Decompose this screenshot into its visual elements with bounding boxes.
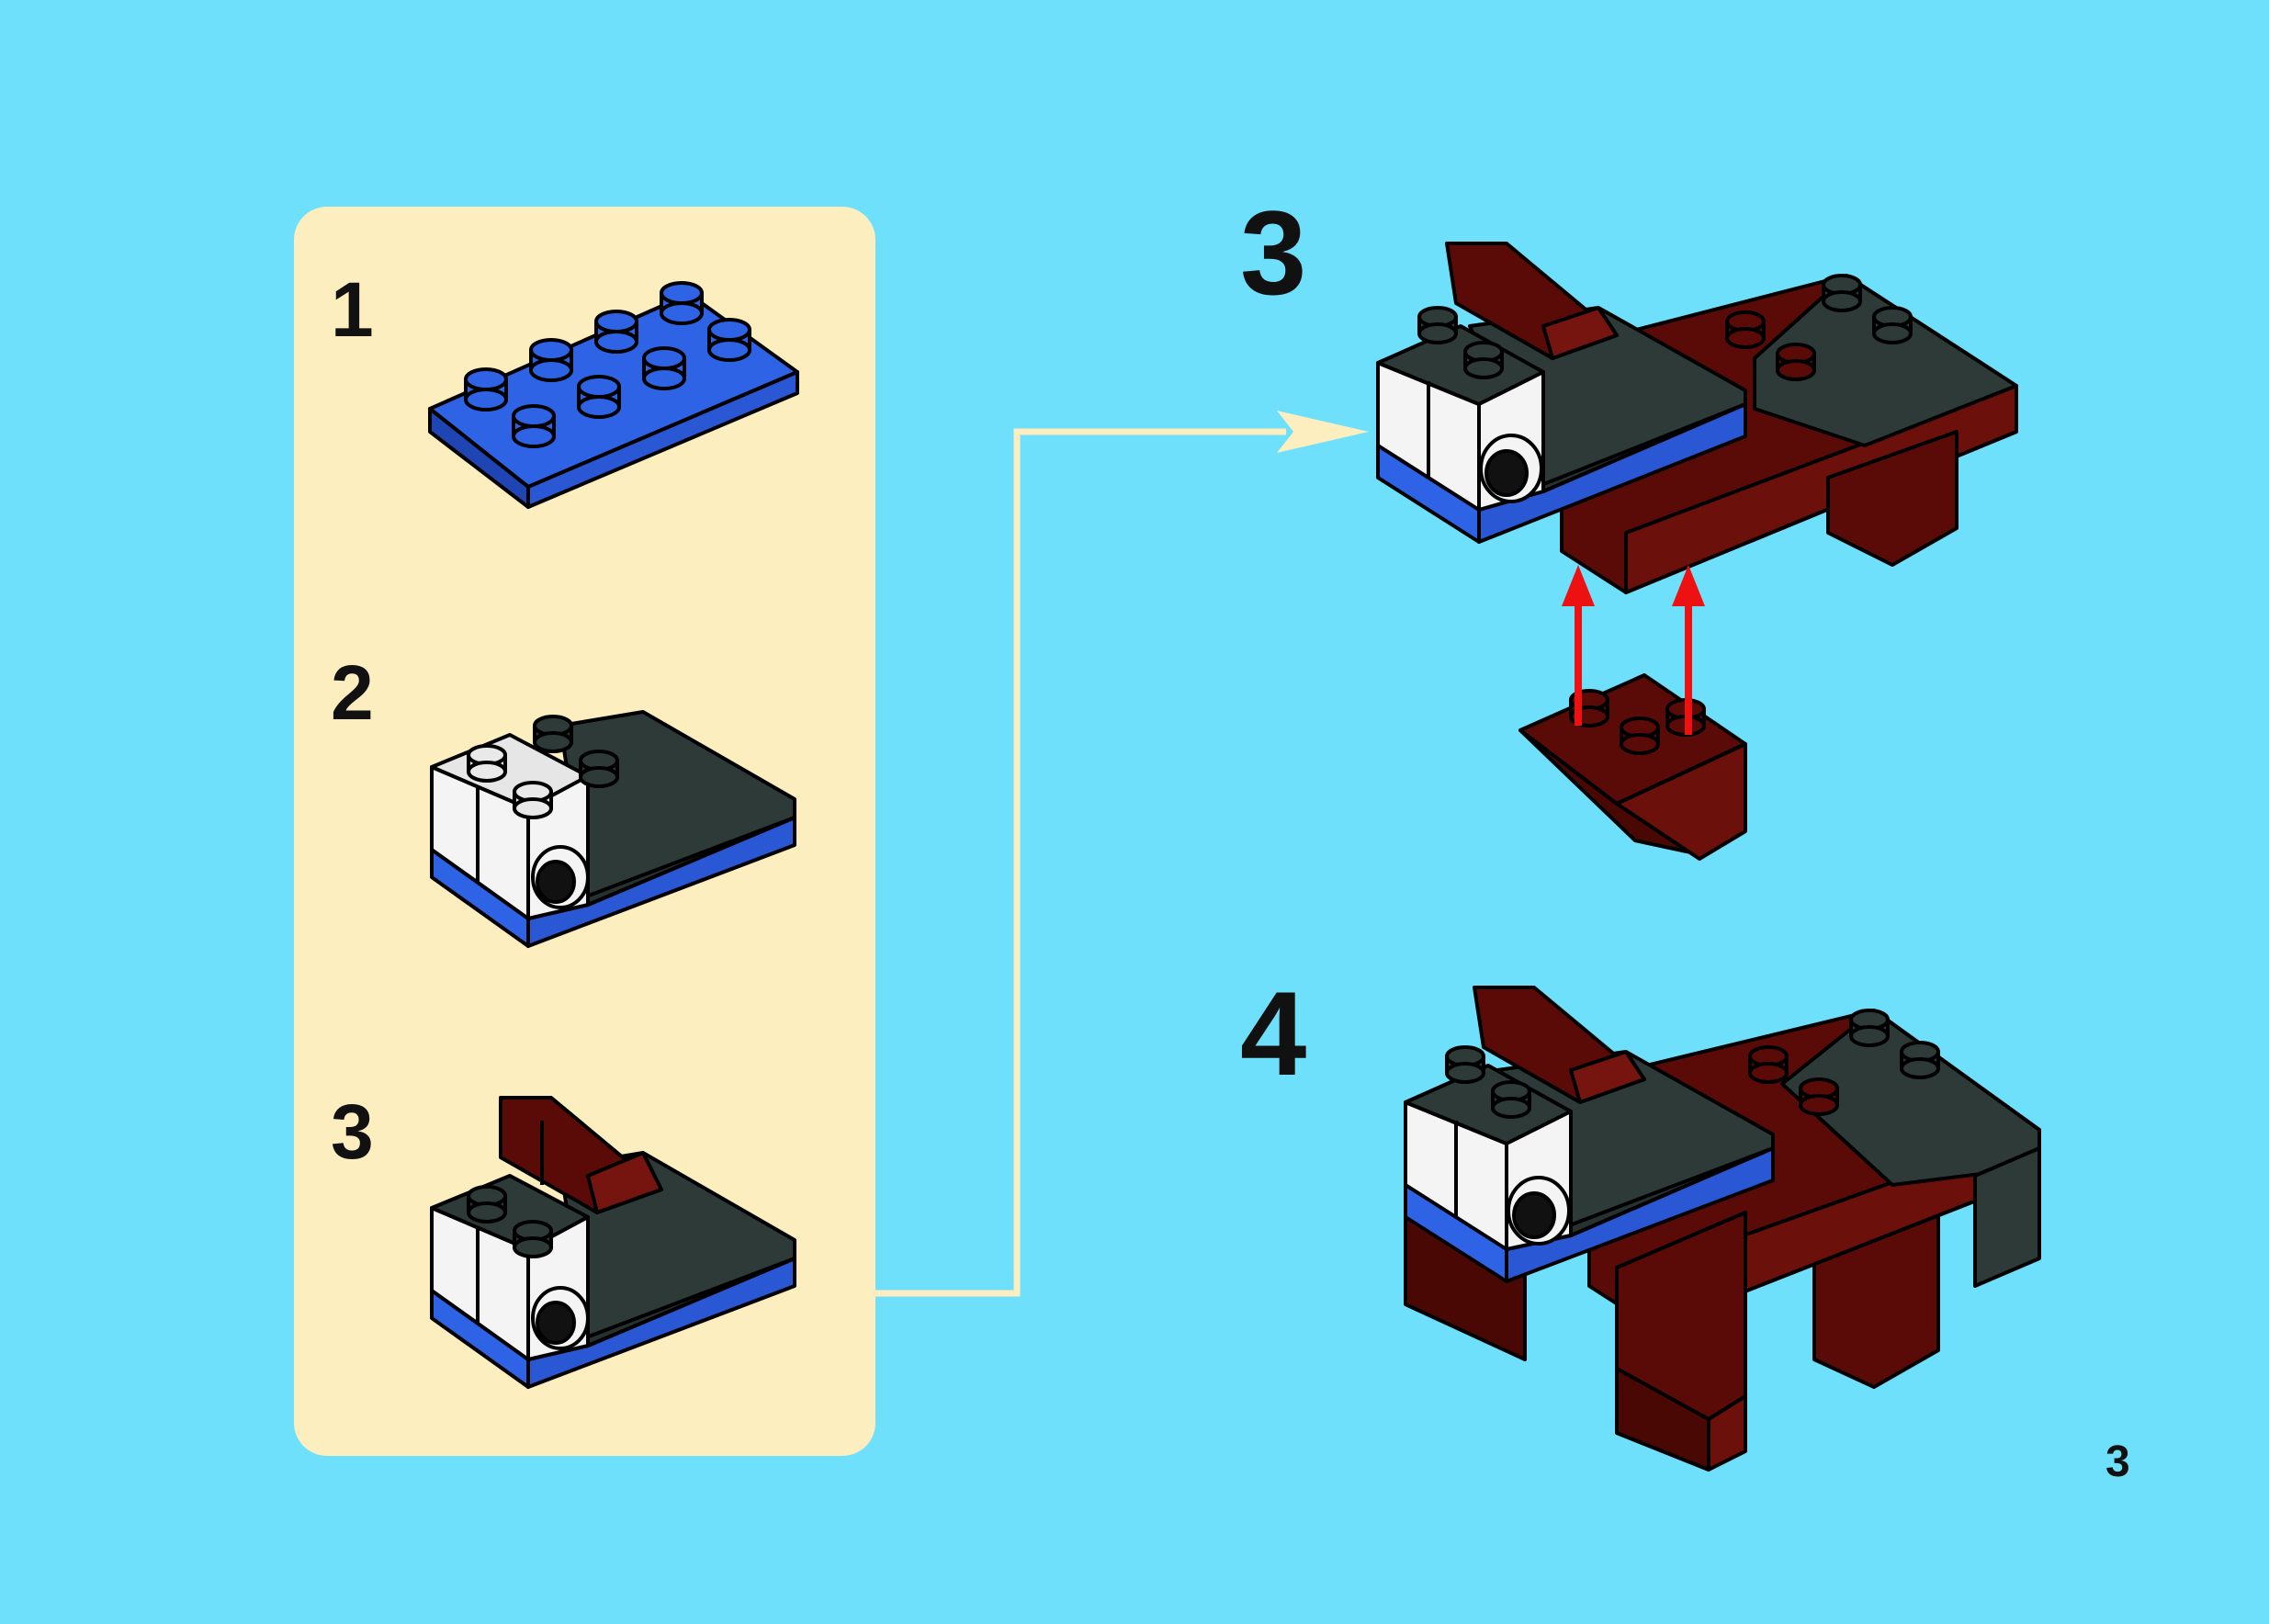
horse-step4-model bbox=[1405, 987, 2039, 1470]
main-step-4-number: 4 bbox=[1240, 974, 1306, 1093]
subassembly-step-1-number: 1 bbox=[331, 271, 374, 348]
subassembly-step-2-number: 2 bbox=[331, 654, 374, 731]
subassembly-step-3-number: 3 bbox=[331, 1093, 374, 1170]
horse-step3-model bbox=[1378, 243, 2016, 592]
guide-arrow bbox=[875, 411, 1369, 1293]
loose-leg-piece bbox=[1520, 675, 1745, 859]
page-number: 3 bbox=[2105, 1440, 2130, 1484]
main-step-3-number: 3 bbox=[1240, 193, 1306, 312]
